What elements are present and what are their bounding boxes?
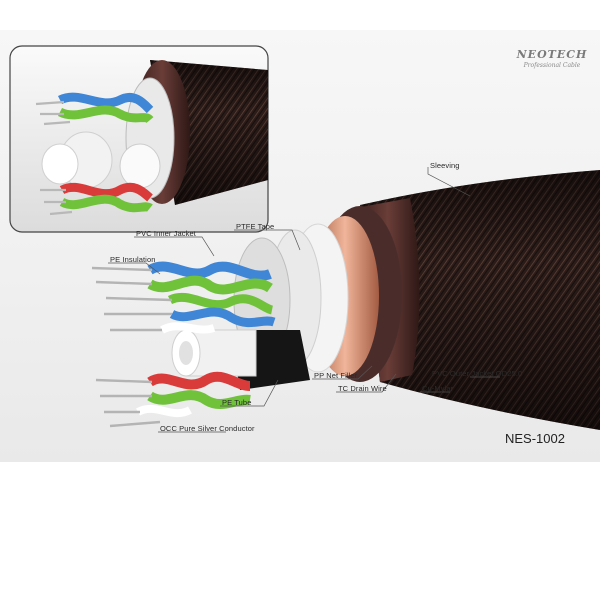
callout-pvc-inner-jacket: PVC Inner Jacket bbox=[136, 229, 196, 238]
callout-tc-drain-wire: TC Drain Wire bbox=[338, 384, 387, 393]
callout-pvc-outer-jacket: PVC Outer Jacket OD25.0 bbox=[432, 369, 522, 378]
callout-pe-tube: PE Tube bbox=[222, 398, 251, 407]
callout-sleeving: Sleeving bbox=[430, 161, 460, 170]
callout-cu-mylar: Cu-Mylar bbox=[422, 384, 453, 393]
cable-illustration bbox=[0, 30, 600, 462]
brand-tagline: Professional Cable bbox=[514, 62, 590, 69]
brand-logo: NEOTECH bbox=[514, 48, 590, 61]
callout-ptfe-tape: PTFE Tape bbox=[236, 222, 274, 231]
inset-detail-view bbox=[10, 46, 268, 232]
callout-pe-insulation: PE Insulation bbox=[110, 255, 156, 264]
callout-occ-conductor: OCC Pure Silver Conductor bbox=[160, 424, 255, 433]
model-label: NES-1002 bbox=[505, 431, 565, 446]
callout-pp-net-filler: PP Net Filler bbox=[314, 371, 357, 380]
